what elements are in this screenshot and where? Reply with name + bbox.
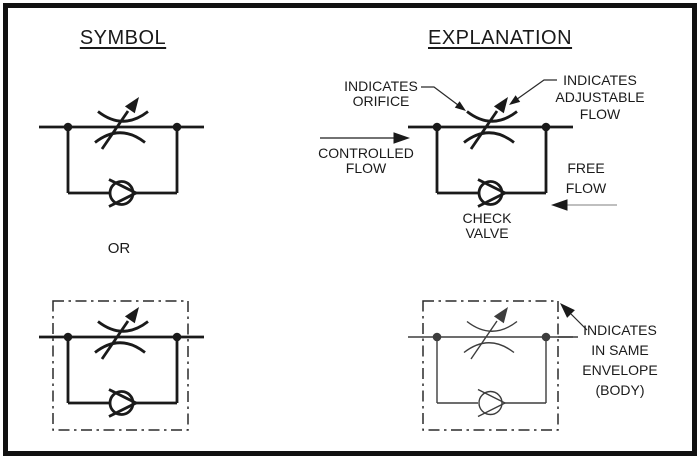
orifice-leader-arrow bbox=[421, 86, 466, 111]
free-flow-label: FREE FLOW bbox=[565, 160, 607, 196]
page-border bbox=[3, 3, 697, 456]
indicates-envelope-label: INDICATES IN SAME ENVELOPE (BODY) bbox=[582, 322, 658, 398]
controlled-flow-arrow-icon bbox=[320, 132, 410, 144]
envelope-box-right bbox=[422, 300, 559, 431]
leader-arrowhead-icon bbox=[454, 101, 466, 111]
symbol-top-left-valve bbox=[38, 96, 205, 207]
controlled-flow-label: CONTROLLED FLOW bbox=[318, 145, 414, 176]
symbol-bottom-left-valve bbox=[38, 306, 205, 417]
or-connector-label: OR bbox=[107, 240, 131, 257]
leader-arrowhead-icon bbox=[509, 95, 521, 105]
check-valve-label: CHECK VALVE bbox=[462, 210, 512, 241]
free-flow-arrow-icon bbox=[551, 199, 617, 211]
symbol-heading: SYMBOL bbox=[79, 27, 167, 49]
adjustable-leader-arrow bbox=[509, 79, 557, 105]
indicates-orifice-label: INDICATES ORIFICE bbox=[344, 78, 418, 109]
envelope-box-left bbox=[52, 300, 189, 431]
envelope-explanation-valve bbox=[407, 306, 574, 417]
indicates-adjustable-flow-label: INDICATES ADJUSTABLE FLOW bbox=[555, 72, 645, 122]
explanation-heading: EXPLANATION bbox=[428, 27, 573, 49]
leader-arrowhead-icon bbox=[560, 303, 575, 318]
envelope-leader-arrow bbox=[560, 303, 588, 331]
